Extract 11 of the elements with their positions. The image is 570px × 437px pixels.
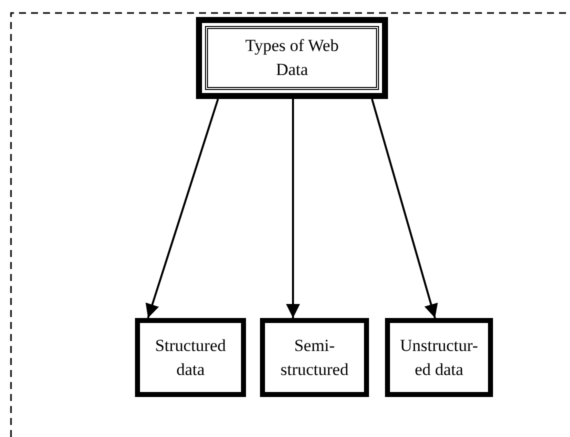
node-label: Semi-structured — [280, 334, 350, 380]
category-box — [260, 318, 369, 397]
node-label: Structured data — [154, 334, 227, 380]
arrow — [286, 99, 300, 318]
node-label: Unstructur-ed data — [398, 334, 480, 380]
arrow — [371, 98, 438, 318]
category-box — [135, 318, 246, 397]
node-label: Types of Web Data — [244, 35, 340, 81]
category-box — [385, 318, 493, 397]
title-box — [196, 17, 388, 99]
arrow — [146, 98, 219, 318]
